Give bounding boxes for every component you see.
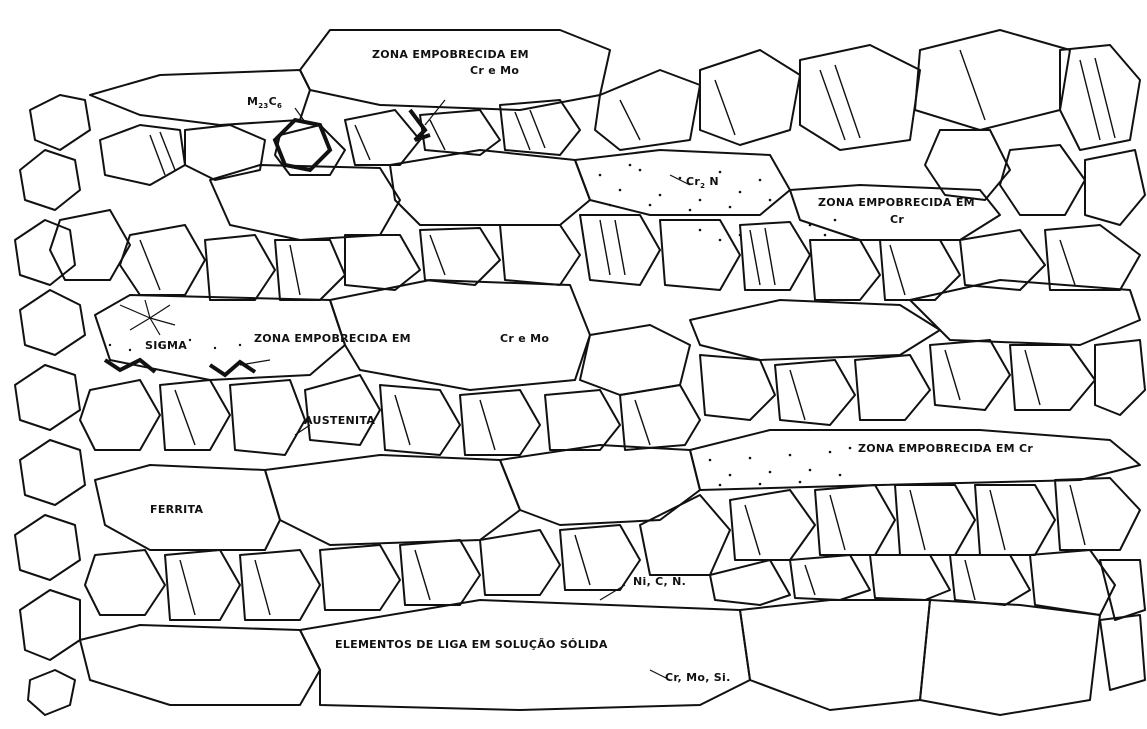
label-zona-right-elements: Cr [890, 213, 904, 226]
label-austenita: AUSTENITA [304, 414, 375, 427]
cr2n-n: N [709, 175, 719, 188]
cr2n-sub: 2 [700, 182, 705, 190]
ferrite-band-top [300, 30, 610, 110]
label-elementos: ELEMENTOS DE LIGA EM SOLUÇÃO SÓLIDA [335, 638, 608, 651]
label-cr2n: Cr2 N [686, 175, 719, 190]
zona-lower-right-band [690, 430, 1140, 490]
ferrite-band-mid-right [690, 300, 940, 360]
label-ferrita: FERRITA [150, 503, 203, 516]
cr2n-band [575, 150, 790, 215]
ferrite-band-bottom-mid [300, 600, 750, 710]
label-zona-right: ZONA EMPOBRECIDA EM [818, 196, 975, 209]
m23c6-m: M [247, 95, 258, 108]
ferrite-band-low-b [500, 445, 700, 525]
ferrite-band-2 [210, 165, 400, 240]
label-zona-mid: ZONA EMPOBRECIDA EM [254, 332, 411, 345]
sigma-precipitate [105, 360, 155, 372]
m23c6-precipitate [275, 120, 330, 170]
m23c6-c: C [269, 95, 277, 108]
label-zona-mid-elements: Cr e Mo [500, 332, 549, 345]
label-zona-lower-right: ZONA EMPOBRECIDA EM Cr [858, 442, 1033, 455]
label-m23c6: M23C6 [247, 95, 282, 110]
cr2n-cr: Cr [686, 175, 700, 188]
ferrite-band-bottom [80, 625, 320, 705]
label-sigma: SIGMA [145, 339, 187, 352]
label-crmosi: Cr, Mo, Si. [665, 671, 731, 684]
ferrite-band-low [265, 455, 520, 545]
m23c6-sub1: 23 [258, 102, 268, 110]
ferrite-band-bottom-far [920, 600, 1100, 715]
m23c6-sub2: 6 [277, 102, 282, 110]
label-zona-top-elements: Cr e Mo [470, 64, 519, 77]
label-zona-top: ZONA EMPOBRECIDA EM [372, 48, 529, 61]
sigma-spikes [120, 300, 175, 335]
grain-boundaries [15, 30, 1145, 715]
label-nicn: Ni, C, N. [633, 575, 686, 588]
ferrite-band-2b [390, 150, 590, 225]
ferrite-band-bottom-right [740, 600, 930, 710]
